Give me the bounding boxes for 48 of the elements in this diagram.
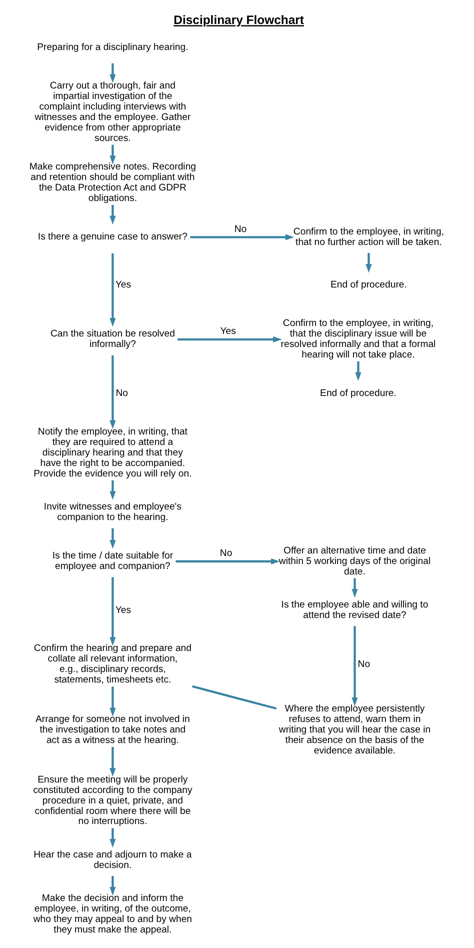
node-text: Make the decision and inform the employee, in writing, of the outcome, who they may appeal to and by when they must make the appeal. bbox=[33, 893, 192, 936]
arrow bbox=[110, 746, 116, 777]
arrow bbox=[176, 558, 280, 564]
connector bbox=[192, 685, 277, 710]
node-text: Ensure the meeting will be properly constituted according to the company procedure in a quiet, private, and confidential room where there will be no interruptions. bbox=[33, 774, 192, 828]
node-text: Notify the employee, in writing, that they are required to attend a disciplinary hearing and that they have the right to be accompanied. Provide the evidence you will rely on. bbox=[34, 426, 192, 480]
edge-label: No bbox=[234, 224, 247, 235]
arrow bbox=[352, 626, 358, 706]
node-text: Is the time / date suitable for employee and companion? bbox=[52, 550, 174, 572]
edge-label: No bbox=[358, 658, 370, 670]
arrow bbox=[110, 144, 116, 164]
arrow bbox=[110, 204, 116, 225]
node-text: Carry out a thorough, fair and impartial investigation of the complaint including interviews with witnesses and the employee. Gather evidence from other appropriate sources. bbox=[34, 80, 191, 144]
node-text: Is the employee able and willing to attend the revised date? bbox=[281, 600, 428, 622]
node-text: Where the employee persistently refuses to attend, warn them in writing that you will hear the case in their absence on the basis of the evidence available. bbox=[278, 704, 431, 756]
edge-label: Yes bbox=[115, 604, 132, 616]
edge-label: Yes bbox=[115, 280, 132, 291]
node-text: Invite witnesses and employee's companion to the hearing. bbox=[44, 502, 182, 524]
arrow bbox=[110, 828, 116, 848]
arrow bbox=[110, 686, 116, 717]
node-text: End of procedure. bbox=[330, 280, 407, 291]
edge-label: No bbox=[220, 548, 232, 559]
arrow bbox=[110, 355, 116, 430]
arrow bbox=[190, 234, 294, 240]
node-text: Arrange for someone not involved in the investigation to take notes and act as a witness at the hearing. bbox=[36, 714, 190, 746]
node-text: End of procedure. bbox=[320, 388, 396, 400]
node-text: Make comprehensive notes. Recording and retention should be compliant with the Data Protection Act and GDPR obligations. bbox=[29, 162, 196, 204]
node-text: Offer an alternative time and date within 5 working days of the original date. bbox=[278, 545, 431, 578]
arrow bbox=[110, 577, 116, 646]
arrow bbox=[366, 252, 372, 273]
node-text: Preparing for a disciplinary hearing. bbox=[37, 42, 188, 54]
arrow bbox=[110, 253, 116, 327]
arrow bbox=[355, 361, 362, 381]
node-text: Confirm the hearing and prepare and collate all relevant information, e.g., disciplinary records, statements, timesheets etc. bbox=[34, 643, 192, 686]
node-text: Is there a genuine case to answer? bbox=[38, 232, 188, 243]
diagram-title: Disciplinary Flowchart bbox=[174, 13, 304, 28]
node-text: Confirm to the employee, in writing, that the disciplinary issue will be resolved informally and that a formal hearing will not take place. bbox=[280, 318, 436, 361]
arrow bbox=[352, 578, 358, 598]
node-text: Hear the case and adjourn to make a decision. bbox=[34, 849, 192, 871]
arrow bbox=[110, 528, 116, 549]
edge-label: Yes bbox=[220, 326, 236, 338]
node-text: Can the situation be resolved informally? bbox=[50, 328, 175, 350]
arrow bbox=[110, 63, 116, 84]
arrow bbox=[110, 876, 116, 896]
edge-label: No bbox=[116, 388, 128, 400]
node-text: Confirm to the employee, in writing, that no further action will be taken. bbox=[293, 226, 444, 248]
arrow bbox=[178, 336, 282, 342]
arrow bbox=[110, 480, 116, 500]
